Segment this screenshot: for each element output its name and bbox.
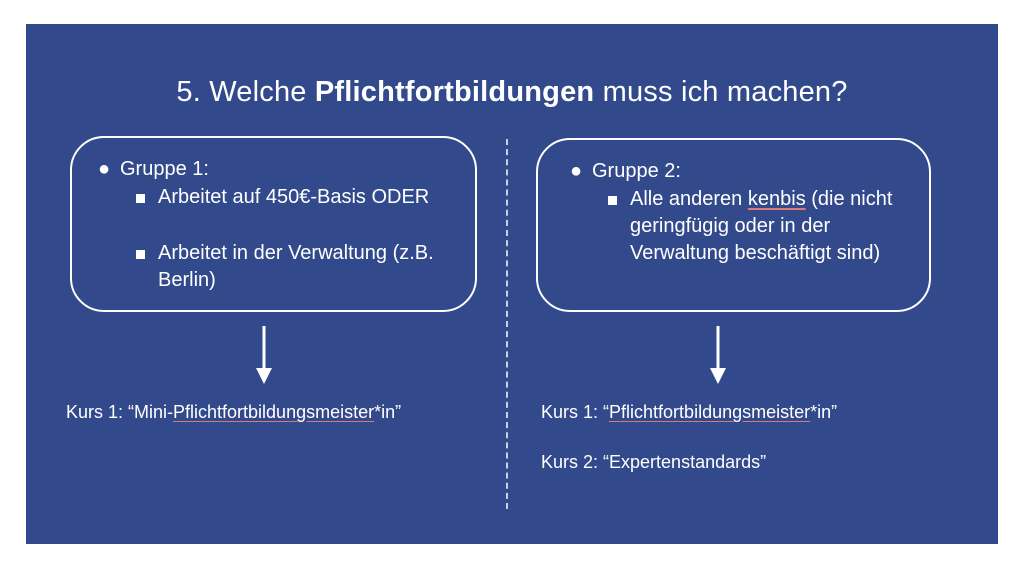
group-2-item-1-text: Alle anderen kenbis (die nicht geringfüg… — [630, 186, 918, 267]
group-1-label-line: ● Gruppe 1: — [98, 156, 209, 183]
title-prefix: 5. Welche — [176, 76, 307, 108]
course-prefix: Kurs 1: “Mini- — [66, 402, 174, 422]
group-2-item-text-b: (die nicht geringfügig oder in der Verwa… — [630, 188, 893, 264]
group-2-item-underlined: kenbis — [747, 188, 806, 210]
group-1-course-1: Kurs 1: “Mini-Pflichtfortbildungsmeister… — [66, 402, 401, 423]
title-bold: Pflichtfortbildungen — [314, 76, 595, 108]
square-bullet-icon — [136, 250, 145, 259]
group-2-course-2: Kurs 2: “Expertenstandards” — [541, 452, 767, 472]
square-bullet-icon — [608, 196, 617, 205]
group-1-item-2-text: Arbeitet in der Verwaltung (z.B. Berlin) — [158, 242, 434, 291]
course-underlined: Pflichtfortbildungsmeister — [173, 402, 375, 422]
group-1-box — [70, 136, 477, 312]
course-underlined: Pflichtfortbildungsmeister — [609, 402, 811, 422]
group-1-label: Gruppe 1: — [120, 158, 209, 180]
course-suffix: *in” — [810, 402, 838, 422]
dashed-divider — [506, 139, 508, 509]
bullet-icon: ● — [570, 160, 583, 182]
course-prefix: Kurs 1: “ — [541, 402, 610, 422]
course-suffix: *in” — [374, 402, 402, 422]
bullet-icon: ● — [98, 158, 111, 180]
group-1-item-1-text: Arbeitet auf 450€-Basis ODER — [158, 186, 430, 208]
slide-title: 5. Welche Pflichtfortbildungen muss ich … — [26, 76, 998, 109]
slide: 5. Welche Pflichtfortbildungen muss ich … — [26, 24, 998, 544]
group-2-label: Gruppe 2: — [592, 160, 681, 182]
square-bullet-icon — [136, 194, 145, 203]
group-2-item-text-a: Alle anderen — [630, 188, 748, 210]
title-suffix: muss ich machen? — [602, 76, 848, 108]
arrow-down-icon — [256, 326, 272, 384]
group-2-label-line: ● Gruppe 2: — [570, 158, 681, 185]
group-2-box — [536, 138, 931, 312]
arrow-down-icon — [710, 326, 726, 384]
group-2-course-1: Kurs 1: “Pflichtfortbildungsmeister*in” — [541, 402, 837, 423]
